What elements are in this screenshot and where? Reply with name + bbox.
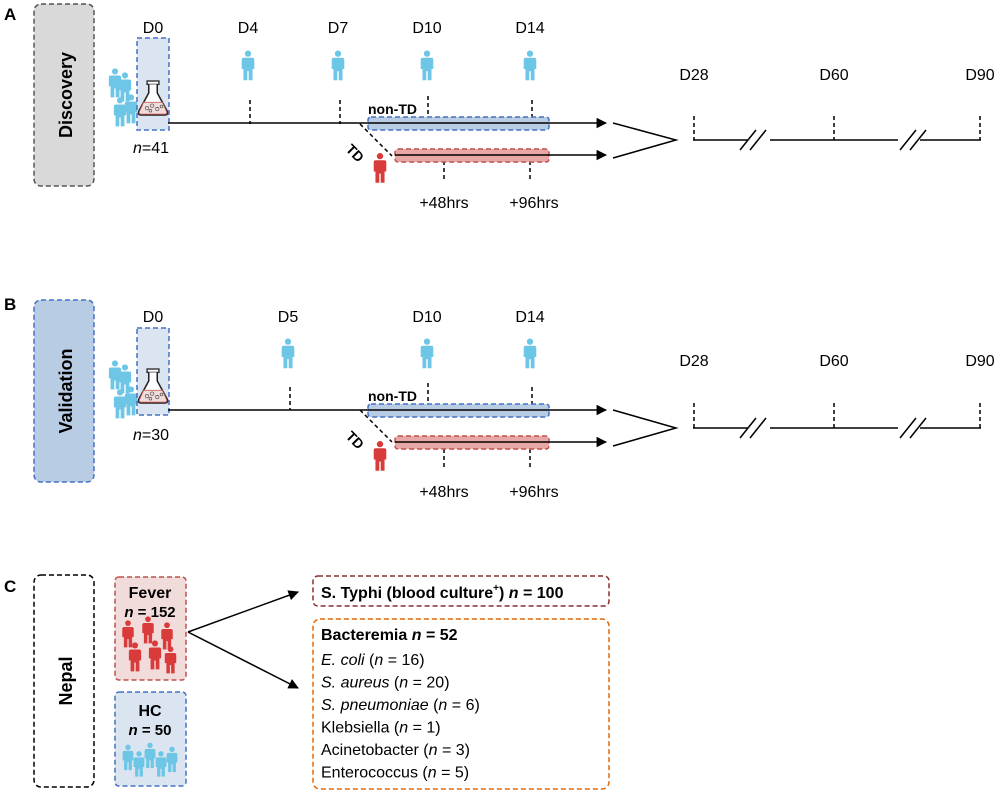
hc-label: HC (138, 703, 162, 720)
hc-count: n = 50 (129, 722, 172, 739)
enrolled-group-icon (108, 68, 138, 127)
cohort-box-validation (33, 299, 95, 483)
timepoint-label: D10 (412, 309, 441, 326)
td-person-icon (373, 152, 387, 183)
timepoint-label: D0 (143, 20, 164, 37)
typhi-box (312, 575, 610, 607)
bacteremia-box (312, 618, 610, 790)
td-time-label: +48hrs (419, 484, 468, 501)
followup-timeline (693, 116, 981, 151)
followup-label: D28 (679, 67, 708, 84)
bacteremia-title: Bacteremia n = 52 (321, 627, 458, 644)
panel-letter-c: C (4, 577, 16, 596)
panel-a: A Discovery n=41 D0 D4 D7 D10 D14 (4, 3, 995, 212)
fever-count: n = 152 (124, 604, 175, 621)
merge-chevron (612, 409, 679, 447)
timepoint-label: D14 (515, 20, 544, 37)
non-td-label: non-TD (368, 101, 417, 117)
panel-c: C Nepal Fever n = 152 HC n = 50 (4, 574, 610, 790)
followup-label: D90 (965, 353, 994, 370)
td-label: TD (343, 141, 368, 166)
timepoint-label: D14 (515, 309, 544, 326)
typhi-label: S. Typhi (blood culture+) n = 100 (321, 583, 564, 602)
merge-chevron (612, 122, 679, 159)
timeline-ticks (249, 96, 533, 181)
organism-list: E. coli (n = 16) S. aureus (n = 20) S. pne… (321, 652, 480, 782)
sample-person-icon (241, 50, 537, 81)
non-td-label: non-TD (368, 388, 417, 404)
enrolled-count: n=41 (133, 140, 169, 157)
fever-to-typhi-arrow (187, 590, 299, 633)
enrolled-count: n=30 (133, 427, 169, 444)
followup-label: D60 (819, 67, 848, 84)
timepoint-label: D4 (238, 20, 259, 37)
cohort-box-nepal (33, 574, 95, 788)
organism-item: Acinetobacter (n = 3) (321, 742, 470, 759)
panel-letter-b: B (4, 295, 16, 314)
timepoint-label: D10 (412, 20, 441, 37)
fever-to-bacteremia-arrow (187, 631, 299, 689)
td-time-label: +48hrs (419, 195, 468, 212)
cohort-label-nepal: Nepal (56, 656, 76, 705)
td-person-icon (373, 440, 387, 471)
sample-person-icon (281, 338, 537, 369)
timepoint-label: D7 (328, 20, 349, 37)
cohort-label-validation: Validation (56, 348, 76, 433)
followup-timeline (693, 403, 981, 439)
enrolled-group-icon (108, 360, 138, 419)
timepoint-label: D0 (143, 309, 164, 326)
organism-item: E. coli (n = 16) (321, 652, 425, 669)
organism-item: S. aureus (n = 20) (321, 675, 450, 692)
panel-b: B Validation n=30 D0 D5 D10 D14 (4, 295, 995, 501)
timeline-ticks (289, 383, 533, 469)
followup-label: D28 (679, 353, 708, 370)
fever-label: Fever (129, 585, 172, 602)
cohort-label-discovery: Discovery (56, 52, 76, 138)
organism-item: Klebsiella (n = 1) (321, 720, 441, 737)
panel-letter-a: A (4, 5, 16, 24)
td-time-label: +96hrs (509, 195, 558, 212)
followup-label: D90 (965, 67, 994, 84)
td-time-label: +96hrs (509, 484, 558, 501)
cohort-box-discovery (33, 3, 95, 187)
timepoint-label: D5 (278, 309, 299, 326)
followup-label: D60 (819, 353, 848, 370)
organism-item: S. pneumoniae (n = 6) (321, 697, 480, 714)
organism-item: Enterococcus (n = 5) (321, 765, 469, 782)
td-label: TD (343, 428, 368, 453)
